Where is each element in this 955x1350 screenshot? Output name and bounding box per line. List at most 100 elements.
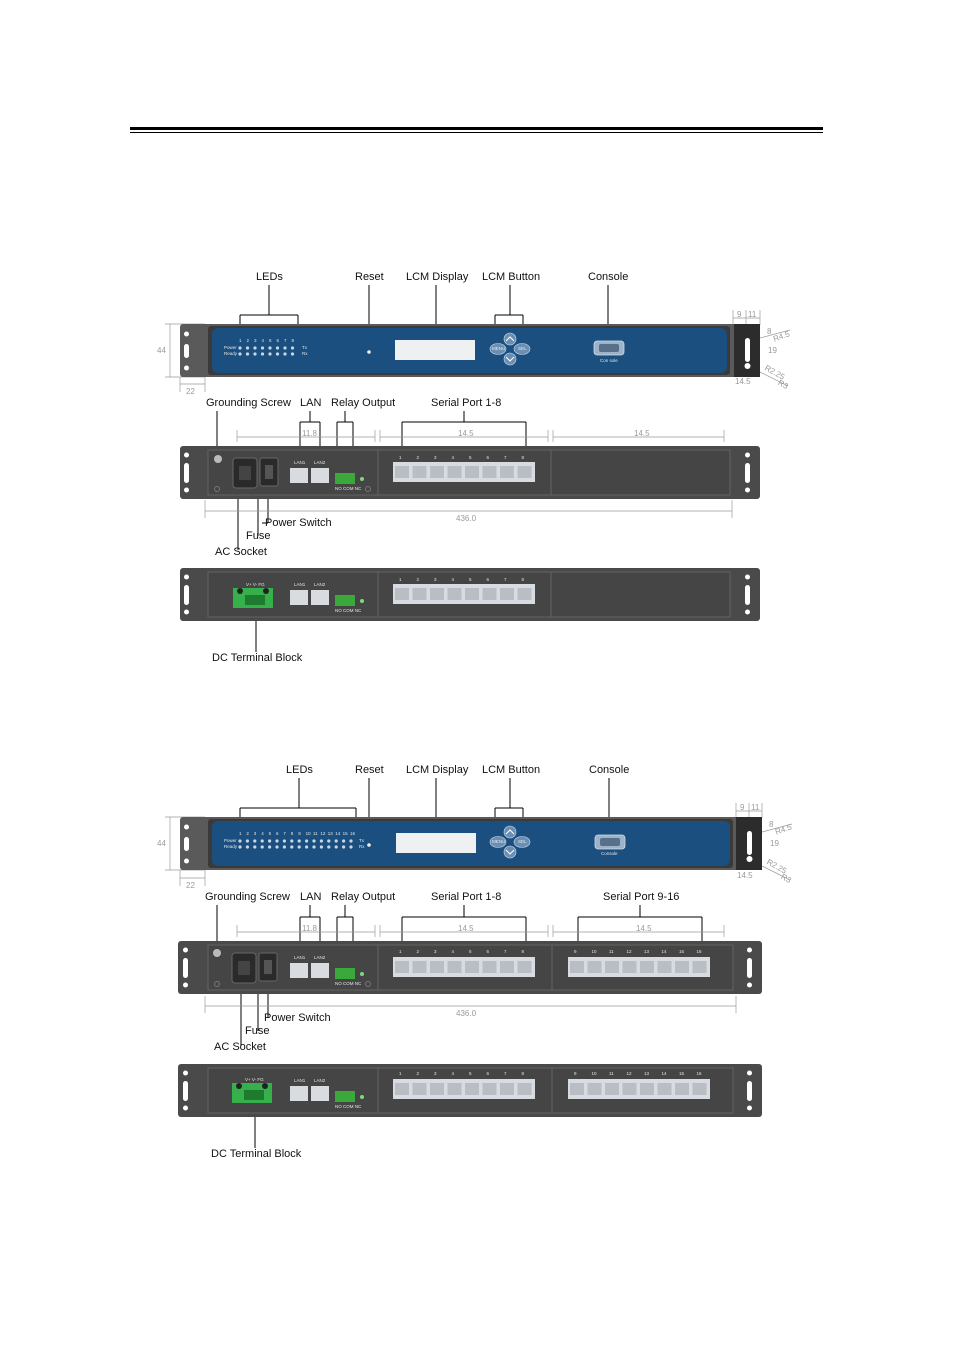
port2b-number-10: 10 xyxy=(591,949,597,954)
dc2-lan1-label: LAN1 xyxy=(294,1078,306,1083)
dc-serial-port-8 xyxy=(517,588,532,600)
dc-serial-port-5 xyxy=(465,588,479,600)
port2b-number-13: 13 xyxy=(644,949,650,954)
led2-2-rx xyxy=(245,845,249,849)
led2-15-tx xyxy=(342,839,346,843)
callout-dc-terminal-block: DC Terminal Block xyxy=(212,652,303,664)
serial2-port-b-3 xyxy=(605,961,619,973)
led2-12-rx xyxy=(319,845,323,849)
dc-port-number-6: 6 xyxy=(486,577,490,582)
led2-12-tx xyxy=(319,839,323,843)
relay-terminal-label: NO COM NC xyxy=(335,486,362,491)
serial-port-7 xyxy=(500,466,514,478)
led2-10-rx xyxy=(305,845,309,849)
dc2-serial-port-3 xyxy=(430,1083,444,1095)
serial-port-2 xyxy=(412,466,427,478)
dim2-19: 19 xyxy=(770,839,779,848)
dim-145-b: 14.5 xyxy=(634,429,650,438)
dc-lan2-label: LAN2 xyxy=(314,582,326,587)
dc-port-number-8: 8 xyxy=(521,577,525,582)
panel2-ready-label: Ready xyxy=(224,844,238,849)
dc2b-port-number-15: 15 xyxy=(679,1071,685,1076)
dc2-port-number-4: 4 xyxy=(451,1071,455,1076)
dim-ear-width: 22 xyxy=(186,387,195,396)
dim-145-a: 14.5 xyxy=(458,429,474,438)
led2-7-tx xyxy=(282,839,286,843)
dc2b-port-number-9: 9 xyxy=(574,1071,577,1076)
led2-number-7: 7 xyxy=(283,831,286,836)
dc-terminal-label: V+ V- FG xyxy=(246,582,265,587)
port-number-3: 3 xyxy=(434,455,437,460)
dc2-serial-port-b-4 xyxy=(622,1083,637,1095)
dim2-145-side: 14.5 xyxy=(737,871,753,880)
led-number-1: 1 xyxy=(239,338,242,343)
header-rule-thin xyxy=(130,132,823,133)
panel2-power-label: Power xyxy=(224,838,237,843)
led-7-rx xyxy=(283,352,287,356)
dc2-port-number-7: 7 xyxy=(504,1071,507,1076)
dim2-total: 436.0 xyxy=(456,1009,477,1018)
dim2-height: 44 xyxy=(157,839,166,848)
relay2-terminal-label: NO COM NC xyxy=(335,981,362,986)
panel-rx-label: Rx xyxy=(302,351,308,356)
serial-port-8 xyxy=(517,466,532,478)
callout2-fuse: Fuse xyxy=(245,1025,270,1037)
led2-14-rx xyxy=(334,845,338,849)
led-4-rx xyxy=(260,352,265,356)
dc2b-port-number-10: 10 xyxy=(591,1071,597,1076)
callout-lcm-button: LCM Button xyxy=(482,271,541,283)
led-6-rx xyxy=(275,352,280,356)
serial-port-5 xyxy=(465,466,479,478)
led2-number-5: 5 xyxy=(268,831,272,836)
callout-relay-output: Relay Output xyxy=(331,397,396,409)
serial2-port-1 xyxy=(395,961,409,973)
led-8-rx xyxy=(290,352,295,356)
dc-serial-port-4 xyxy=(447,588,462,600)
serial2-port-b-7 xyxy=(675,961,689,973)
port2-number-6: 6 xyxy=(486,949,490,954)
dc2b-port-number-16: 16 xyxy=(696,1071,702,1076)
menu2-button[interactable]: MENU xyxy=(492,839,506,844)
dc-port-number-3: 3 xyxy=(434,577,437,582)
serial2-port-8 xyxy=(517,961,532,973)
dc-lan1-label: LAN1 xyxy=(294,582,306,587)
dc2-serial-port-b-8 xyxy=(692,1083,707,1095)
callout2-lcm-button: LCM Button xyxy=(482,764,541,776)
lan1-2-label: LAN1 xyxy=(294,955,306,960)
led-1-rx xyxy=(238,352,242,356)
led-number-3: 3 xyxy=(254,338,257,343)
panel2-tx-label: Tx xyxy=(359,838,364,843)
menu-button[interactable]: MENU xyxy=(492,346,506,351)
dc2-port-number-8: 8 xyxy=(521,1071,525,1076)
led2-1-tx xyxy=(238,839,242,843)
panel-ready-label: Ready xyxy=(224,351,238,356)
dc2-port-number-2: 2 xyxy=(416,1071,420,1076)
led2-number-15: 15 xyxy=(342,831,348,836)
console-port-label: Con sole xyxy=(600,358,618,363)
dim-total: 436.0 xyxy=(456,514,477,523)
dc2-serial-port-8 xyxy=(517,1083,532,1095)
dc2b-port-number-13: 13 xyxy=(644,1071,650,1076)
led2-number-12: 12 xyxy=(320,831,326,836)
led2-8-tx xyxy=(290,839,294,843)
callout2-console: Console xyxy=(589,764,630,776)
sel-button[interactable]: SEL xyxy=(518,346,527,351)
serial-port-4 xyxy=(447,466,462,478)
led-3-tx xyxy=(253,346,257,350)
led2-number-8: 8 xyxy=(290,831,294,836)
callout2-serial-port-9-16: Serial Port 9-16 xyxy=(603,891,680,903)
callout2-lcm-display: LCM Display xyxy=(406,764,469,776)
port2-number-7: 7 xyxy=(504,949,507,954)
callout2-serial-port-1-8: Serial Port 1-8 xyxy=(431,891,502,903)
led2-4-rx xyxy=(260,845,264,849)
dc-serial-port-6 xyxy=(482,588,497,600)
serial2-port-2 xyxy=(412,961,427,973)
dim2-145-b: 14.5 xyxy=(636,924,652,933)
callout2-lan: LAN xyxy=(300,891,322,903)
led2-14-tx xyxy=(334,839,338,843)
callout2-relay-output: Relay Output xyxy=(331,891,396,903)
led2-9-tx xyxy=(297,839,301,843)
sel2-button[interactable]: SEL xyxy=(518,839,527,844)
dim2-118: 11.8 xyxy=(302,924,317,933)
callout-fuse: Fuse xyxy=(246,530,271,542)
